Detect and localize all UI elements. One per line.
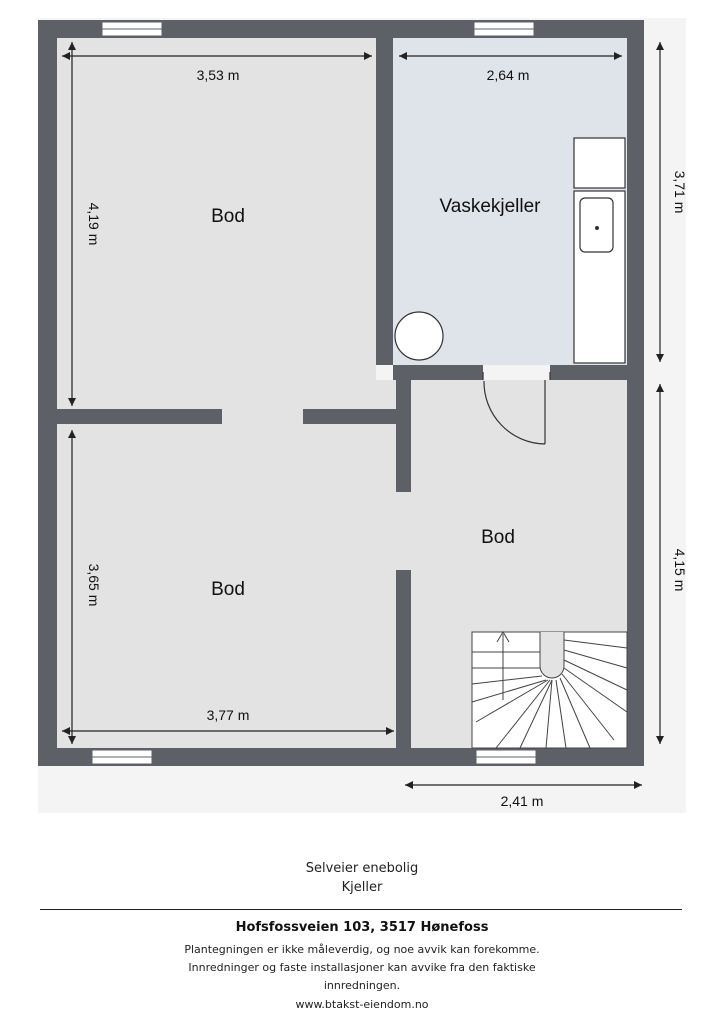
wall-laundry-left (393, 365, 483, 380)
caption-website: www.btakst-eiendom.no (295, 998, 429, 1011)
caption-divider (40, 909, 682, 910)
sink-icon (579, 197, 614, 253)
room-label-bod-bottom-left: Bod (211, 579, 245, 600)
door-icon (482, 372, 551, 445)
dimension-label-bottom-right-width: 2,41 m (501, 793, 544, 809)
dimension-label-top-left-width: 3,53 m (197, 67, 240, 83)
caption-floor-name: Kjeller (341, 880, 383, 895)
caption-property-type: Selveier enebolig (305, 861, 419, 876)
caption-disclaimer-3: innredningen. (323, 979, 401, 992)
floor-bod-bottom-left (57, 423, 399, 748)
dimension-label-right-upper-height: 3,71 m (672, 171, 688, 214)
wall-middle-lower-b (396, 570, 411, 750)
caption-disclaimer-1: Plantegningen er ikke måleverdig, og noe… (184, 943, 540, 956)
staircase-icon (471, 631, 628, 749)
washing-machine-icon (394, 311, 444, 361)
window-lines (92, 28, 536, 758)
wall-middle-lower-a (396, 380, 411, 492)
dimension-label-top-right-width: 2,64 m (487, 67, 530, 83)
wall-right (627, 20, 644, 766)
room-label-vaskekjeller: Vaskekjeller (439, 196, 541, 217)
dimension-label-top-left-height: 4,19 m (86, 203, 102, 246)
dimension-lines (62, 42, 661, 786)
dimension-label-bottom-left-width: 3,77 m (207, 707, 250, 723)
wall-left (38, 20, 57, 766)
wall-middle-upper (376, 38, 393, 365)
wall-laundry-right (550, 365, 627, 380)
caption-address: Hofsfossveien 103, 3517 Hønefoss (235, 920, 489, 935)
dimension-label-right-lower-height: 4,15 m (672, 549, 688, 592)
laundry-fixtures (394, 137, 626, 364)
wall-left-divider-a (57, 409, 222, 424)
wall-left-divider-b (303, 409, 399, 424)
dimension-label-bottom-left-height: 3,65 m (86, 564, 102, 607)
caption-disclaimer-2: Innredninger og faste installasjoner kan… (188, 961, 536, 974)
dimension-arrows (62, 42, 664, 789)
floor-bod-top-left (57, 38, 376, 411)
room-label-bod-top-left: Bod (211, 206, 245, 227)
room-label-bod-right: Bod (481, 527, 515, 548)
cabinet-icon (573, 137, 626, 189)
floor-doorway (200, 411, 310, 425)
